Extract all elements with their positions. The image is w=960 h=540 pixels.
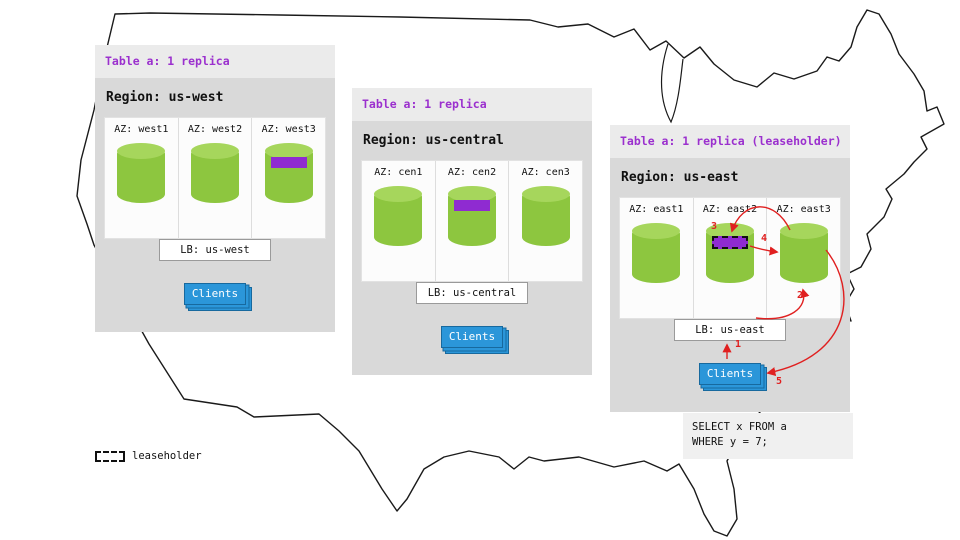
region-title: Region: us-east	[621, 170, 739, 185]
table-replica-badge: Table a: 1 replica	[95, 45, 335, 78]
region-card-body: Region: us-west AZ: west1 AZ: west2 AZ: …	[95, 78, 335, 332]
flow-step-label-5: 5	[776, 376, 783, 387]
db-cylinder	[374, 186, 423, 246]
db-cylinder	[521, 186, 570, 246]
az-column: AZ: east1	[620, 198, 694, 318]
az-column: AZ: cen2	[436, 161, 510, 281]
az-column: AZ: east3	[767, 198, 840, 318]
az-panel: AZ: west1 AZ: west2 AZ: west3	[104, 117, 326, 239]
db-cylinder	[264, 143, 313, 203]
az-panel: AZ: cen1 AZ: cen2 AZ: cen3	[361, 160, 583, 282]
flow-step-label-1: 1	[735, 339, 742, 350]
region-card-body: Region: us-east AZ: east1 AZ: east2 AZ: …	[610, 158, 850, 412]
az-label: AZ: cen1	[374, 167, 423, 178]
query-line: SELECT x FROM a	[692, 421, 787, 433]
db-cylinder	[779, 223, 828, 283]
az-column: AZ: west1	[105, 118, 179, 238]
load-balancer-box: LB: us-central	[416, 282, 528, 304]
az-panel: AZ: east1 AZ: east2 AZ: east3	[619, 197, 841, 319]
legend-label: leaseholder	[132, 450, 202, 462]
leaseholder-block	[712, 236, 748, 249]
region-card-us-east: Table a: 1 replica (leaseholder) Region:…	[610, 125, 850, 412]
region-card-us-west: Table a: 1 replica Region: us-west AZ: w…	[95, 45, 335, 332]
clients-box: Clients	[184, 283, 246, 305]
table-replica-badge: Table a: 1 replica (leaseholder)	[610, 125, 850, 158]
flow-step-label-4: 4	[761, 233, 768, 244]
region-title: Region: us-west	[106, 90, 224, 105]
region-card-us-central: Table a: 1 replica Region: us-central AZ…	[352, 88, 592, 375]
az-label: AZ: cen2	[447, 167, 497, 178]
az-label: AZ: east2	[702, 204, 758, 215]
db-cylinder	[191, 143, 239, 203]
az-label: AZ: cen3	[521, 167, 570, 178]
load-balancer-box: LB: us-west	[159, 239, 271, 261]
db-cylinder	[117, 143, 166, 203]
az-column: AZ: west2	[179, 118, 253, 238]
region-title: Region: us-central	[363, 133, 504, 148]
query-box: SELECT x FROM a WHERE y = 7;	[683, 413, 853, 459]
az-label: AZ: west2	[187, 124, 243, 135]
flow-step-label-3: 3	[711, 221, 718, 232]
query-line: WHERE y = 7;	[692, 436, 768, 448]
clients-box: Clients	[699, 363, 761, 385]
az-label: AZ: east1	[629, 204, 684, 215]
db-cylinder	[632, 223, 681, 283]
db-cylinder	[706, 223, 754, 283]
clients-box: Clients	[441, 326, 503, 348]
az-label: AZ: west3	[261, 124, 316, 135]
az-column: AZ: cen3	[509, 161, 582, 281]
az-label: AZ: west1	[114, 124, 169, 135]
flow-step-label-2: 2	[797, 290, 804, 301]
replica-block	[454, 200, 490, 211]
table-replica-badge: Table a: 1 replica	[352, 88, 592, 121]
az-label: AZ: east3	[776, 204, 831, 215]
replica-block	[270, 157, 307, 168]
db-cylinder	[448, 186, 496, 246]
lake-michigan-outline	[660, 43, 684, 124]
load-balancer-box: LB: us-east	[674, 319, 786, 341]
az-column: AZ: cen1	[362, 161, 436, 281]
region-card-body: Region: us-central AZ: cen1 AZ: cen2 AZ:…	[352, 121, 592, 375]
az-column: AZ: east2	[694, 198, 768, 318]
az-column: AZ: west3	[252, 118, 325, 238]
legend-leaseholder: leaseholder	[95, 450, 202, 462]
leaseholder-swatch-icon	[95, 450, 125, 462]
